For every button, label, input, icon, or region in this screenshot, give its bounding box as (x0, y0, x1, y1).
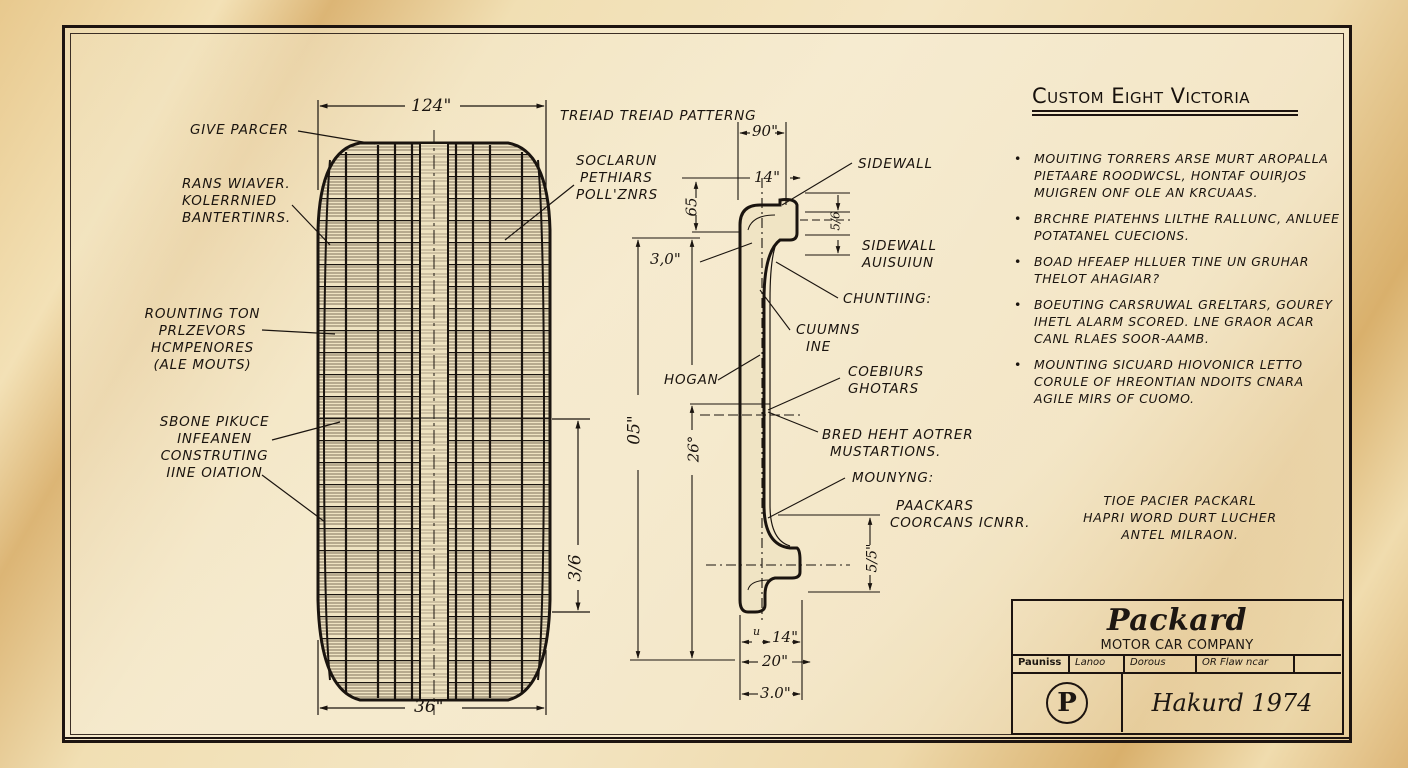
note-item: Boeuting carsruwal greltars, gourey ihet… (1014, 296, 1344, 347)
field-cell: Pauniss (1013, 654, 1070, 672)
dim-left-30: 3,0" (650, 250, 681, 268)
label-line: Bantertinrs. (182, 210, 291, 226)
note-line: Antel Milraon. (1121, 527, 1239, 542)
note-item: Mounting sicuard hiovonicr letto corule … (1014, 356, 1344, 407)
title-block-bottom: P Hakurd 1974 (1013, 674, 1341, 732)
tire-front-view (316, 130, 552, 715)
label-line: Ghotars (848, 381, 920, 397)
dim-bottom-30: 3.0" (760, 684, 791, 702)
notes-list: Mouiting torrers arse Murt aropalla piet… (1014, 150, 1344, 416)
label-line: Kolerrnied (182, 193, 277, 209)
label-line: Pethiars (580, 170, 653, 186)
company-name: MOTOR CAR COMPANY (1100, 638, 1254, 653)
label-line: Infeanen (177, 431, 252, 447)
field-cell: OR Flaw ncar (1197, 654, 1295, 672)
title-block-fields: Pauniss Lanoo Dorous OR Flaw ncar (1013, 654, 1341, 674)
label-chunting: Chuntiing: (843, 291, 932, 307)
label-line: Rans wiaver. (182, 176, 291, 192)
section-title: Treiad Treiad Patterng (560, 108, 757, 124)
title-underline (1032, 114, 1298, 116)
dim-bottom-14: 14" (772, 628, 798, 646)
label-sidewall: Sidewall (858, 156, 933, 172)
label-line: ine (806, 339, 832, 355)
label-cuumns: Cuumns ine (796, 322, 860, 356)
label-line: (Ale mouts) (153, 357, 252, 373)
emblem-box: P (1013, 674, 1123, 732)
label-sbone: Sbone pikuce Infeanen Construting Iine o… (152, 414, 277, 482)
label-line: Poll'znrs (576, 187, 659, 203)
label-line: Rounting ton (144, 306, 261, 322)
dim-bottom-width: 36" (414, 697, 444, 717)
dim-bottom-20: 20" (762, 652, 788, 670)
label-line: Auisuiun (862, 255, 934, 271)
tire-dimension-lines (317, 100, 590, 715)
note-item: Brchre piatehns lilthe rallunc, anluee p… (1014, 210, 1344, 244)
label-line: Cuumns (796, 322, 861, 338)
label-line: Bred heht aotrer (822, 427, 974, 443)
label-line: Prlzevors (158, 323, 247, 339)
label-line: Mustartions. (830, 444, 942, 460)
dim-left-26: 26° (684, 435, 703, 463)
title-underline (1032, 110, 1298, 112)
label-line: Iine oiation (166, 465, 263, 481)
note-item: Mouiting torrers arse Murt aropalla piet… (1014, 150, 1344, 201)
section-leader-lines (699, 162, 853, 519)
title-block: Packard MOTOR CAR COMPANY Pauniss Lanoo … (1011, 599, 1344, 735)
dim-right-55: 5/5" (864, 543, 881, 573)
rim-cross-section (738, 198, 802, 614)
dim-top-14: 14" (754, 168, 780, 186)
drawing-title: Custom Eight Victoria (1032, 84, 1251, 108)
label-mounyng: Mounyng: (852, 470, 935, 486)
label-coebiurs: Coebiurs Ghotars (848, 364, 924, 398)
label-bred: Bred heht aotrer Mustartions. (822, 427, 973, 461)
label-line: Paackars (896, 498, 974, 514)
note-line: Tioe pacier packarl (1103, 493, 1257, 508)
label-line: Soclarun (576, 153, 658, 169)
label-packars: Paackars Coorcans icnrr. (890, 498, 1030, 532)
signature: Hakurd 1974 (1151, 689, 1313, 717)
field-cell (1295, 654, 1341, 672)
label-give-parcer: Give parcer (190, 122, 289, 138)
label-line: Sidewall (862, 238, 937, 254)
label-soclarun: Soclarun Pethiars Poll'znrs (576, 153, 658, 204)
dim-top-width: 124" (411, 96, 452, 116)
dim-left-65: 65 (682, 197, 701, 217)
tire-note: Tioe pacier packarl hapri word durt luch… (1070, 492, 1290, 543)
label-rans-waiver: Rans wiaver. Kolerrnied Bantertinrs. (182, 176, 291, 227)
label-line: Construting (160, 448, 269, 464)
dim-right-top: 5/6 (828, 211, 843, 231)
field-cell: Lanoo (1070, 654, 1125, 672)
label-line: Sbone pikuce (159, 414, 270, 430)
label-line: Hcmpenores (150, 340, 255, 356)
tire-leader-lines (261, 130, 575, 523)
label-line: Coebiurs (848, 364, 925, 380)
note-item: Boad hfeaep hlluer tine un Gruhar thelot… (1014, 253, 1344, 287)
note-line: hapri word durt lucher (1083, 510, 1277, 525)
label-sidewall-auisuiun: Sidewall Auisuiun (862, 238, 937, 272)
dim-side-height: 3/6 (565, 554, 586, 582)
dim-top-90: 90" (752, 122, 778, 140)
section-dimension-lines (630, 122, 880, 700)
label-rounting: Rounting ton Prlzevors Hcmpenores (Ale m… (140, 306, 265, 374)
dim-left-05: 05" (624, 415, 645, 445)
title-block-brand: Packard MOTOR CAR COMPANY (1013, 601, 1341, 656)
packard-logo: Packard (1107, 603, 1247, 638)
packard-emblem-icon: P (1046, 682, 1088, 724)
label-hogan: Hogan (664, 372, 719, 388)
label-line: Coorcans icnrr. (890, 515, 1031, 531)
field-cell: Dorous (1125, 654, 1197, 672)
dim-bottom-u: u (753, 625, 761, 638)
